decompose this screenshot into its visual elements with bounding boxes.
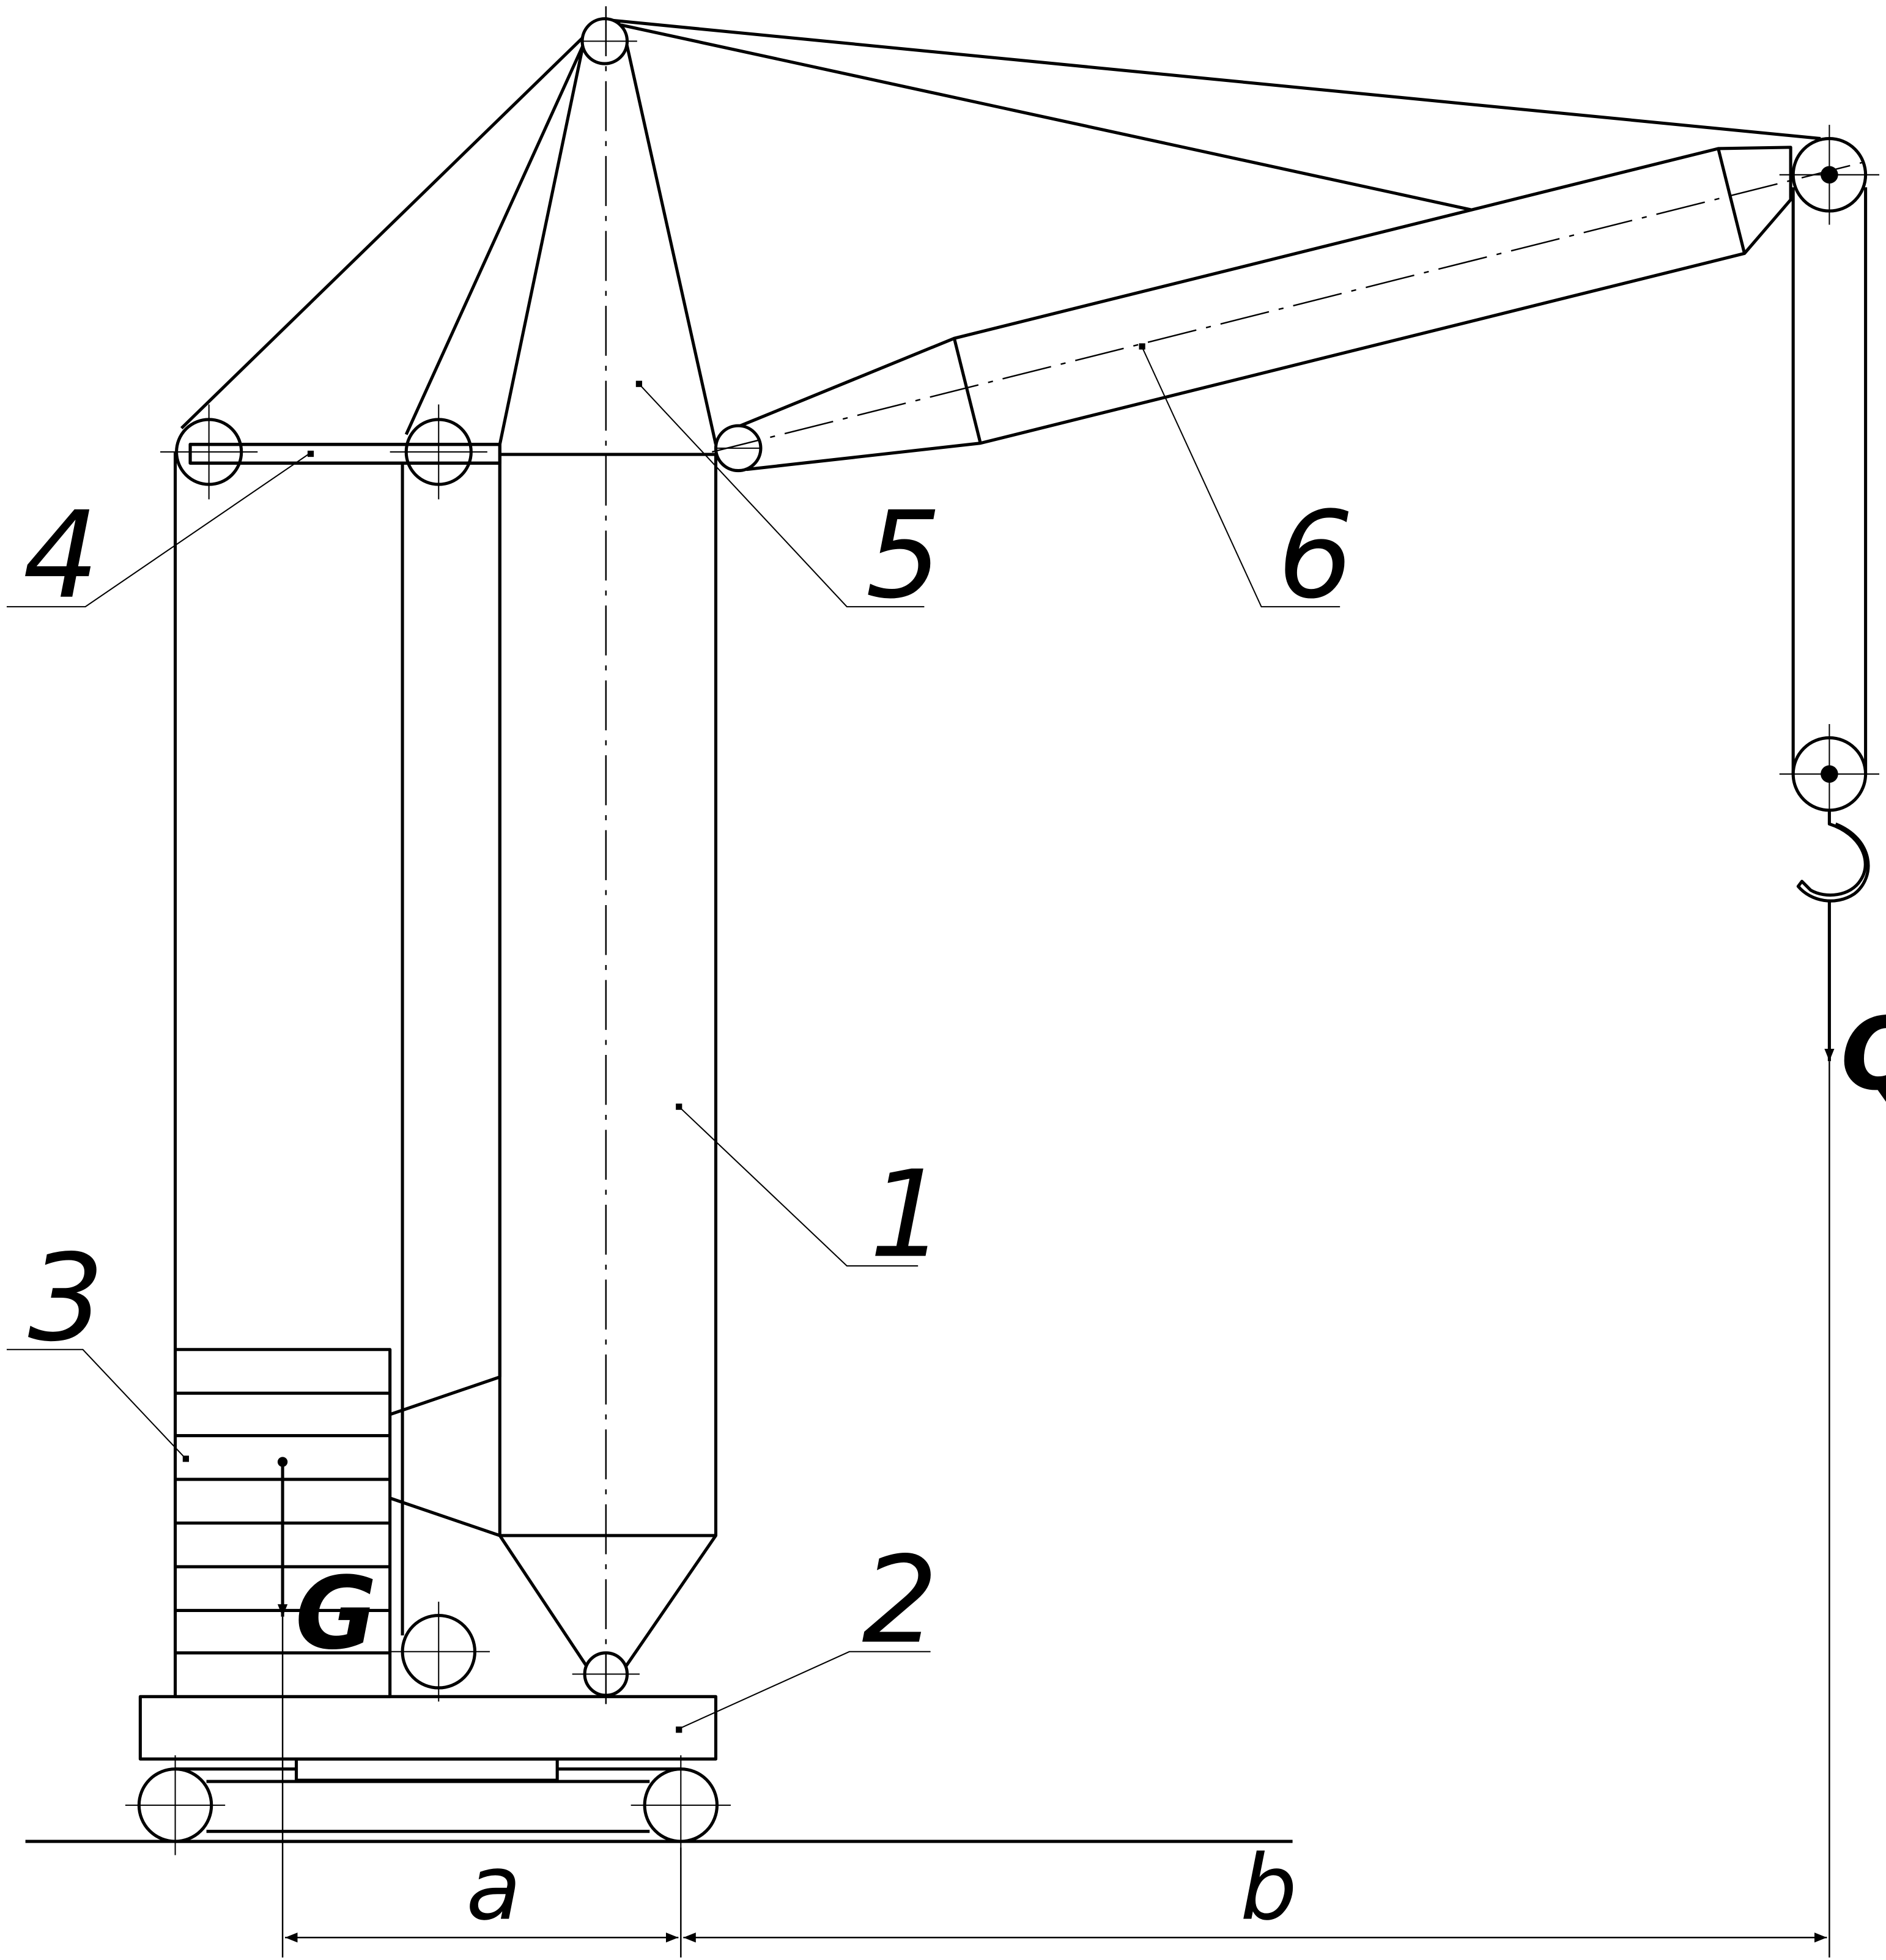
boom-axis <box>712 159 1874 453</box>
tower-head-cables <box>180 18 1821 445</box>
undercarriage <box>137 1757 719 1843</box>
leader-2 <box>678 1651 931 1730</box>
leader-6 <box>1141 346 1341 608</box>
leader-4 <box>6 453 311 608</box>
label-dimension-b: b <box>1240 1836 1297 1940</box>
label-counterweight: 3 <box>28 1229 105 1368</box>
leader-3 <box>6 1348 186 1459</box>
tower <box>498 453 718 1537</box>
leader-5 <box>638 383 925 608</box>
label-force-g: G <box>295 1555 377 1672</box>
label-boom: 6 <box>1278 486 1354 626</box>
boom <box>720 146 1792 472</box>
label-spreader-beam: 4 <box>23 486 99 626</box>
label-dimension-a: a <box>466 1836 521 1940</box>
label-base-platform: 2 <box>862 1531 938 1670</box>
leader-1 <box>678 1105 919 1267</box>
base-platform <box>138 1695 718 1761</box>
label-tower-head: 5 <box>865 486 942 626</box>
label-force-q: Q <box>1841 996 1886 1112</box>
spreader-beam <box>188 443 501 465</box>
label-tower: 1 <box>870 1145 946 1285</box>
hook-icon <box>1796 810 1870 903</box>
